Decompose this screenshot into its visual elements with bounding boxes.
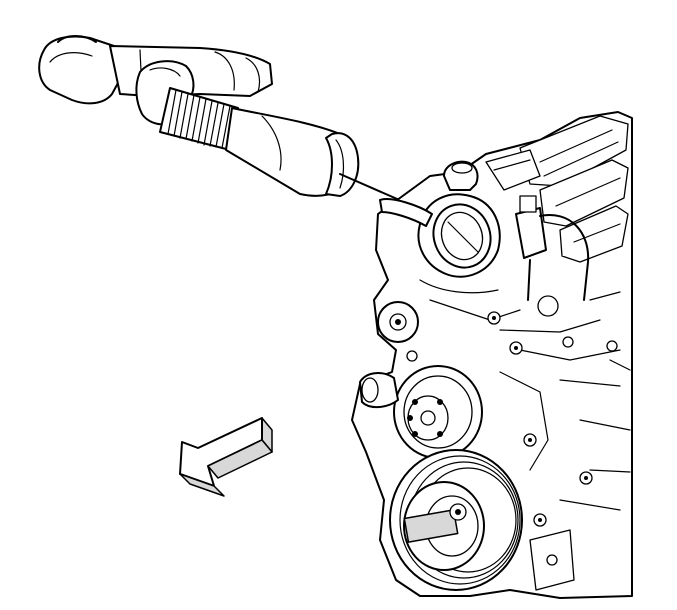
arrow-bottom-face: [207, 439, 273, 479]
crankshaft-pulley: [389, 449, 523, 591]
water-pump-pulley: [393, 365, 483, 459]
vacuum-tube: [379, 198, 433, 227]
engine-assembly: [351, 111, 633, 599]
air-intake-duct: [38, 35, 360, 197]
duct-outlet-clamp: [325, 132, 360, 197]
pulley-marker-tab: [403, 509, 459, 543]
arrow-top-face: [179, 417, 263, 487]
bellows-ribs: [167, 89, 231, 149]
direction-arrow: [179, 417, 273, 497]
block-bolts: [406, 311, 618, 527]
throttle-linkage: [515, 195, 590, 317]
front-cover-details: [419, 279, 631, 511]
idler-pulley-upper: [377, 301, 419, 343]
intake-manifold: [485, 115, 629, 263]
oil-filler-cap: [443, 160, 479, 191]
throttle-body: [417, 193, 501, 278]
